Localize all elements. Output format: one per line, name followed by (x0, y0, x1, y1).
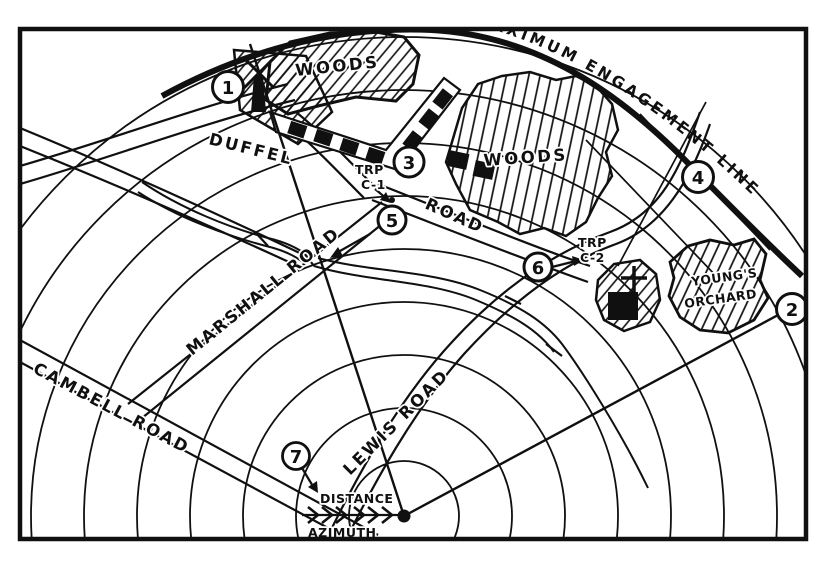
ref-point-4: 4 (681, 160, 715, 194)
ref-point-3: 3 (392, 145, 426, 179)
ref-point-5: 5 (376, 204, 408, 236)
trp-c2-label-line2: C-2 (580, 250, 605, 265)
ref-point-7: 7 (281, 441, 311, 471)
woods-top (264, 31, 421, 116)
distance-label: DISTANCE (320, 491, 393, 506)
roads (22, 82, 712, 538)
stream (137, 181, 649, 489)
road-marshall (127, 201, 393, 419)
svg-text:7: 7 (290, 447, 303, 468)
ref-point-6: 6 (522, 251, 554, 283)
trp-c1-label-line1: TRP (355, 162, 384, 177)
sector-limit-lines (248, 43, 804, 518)
svg-text:4: 4 (692, 168, 705, 189)
svg-text:5: 5 (386, 211, 399, 232)
culvert-ticks (254, 231, 563, 357)
svg-text:1: 1 (222, 78, 235, 99)
youngs-orchard (667, 237, 770, 335)
svg-text:2: 2 (786, 300, 799, 321)
right-limit-line (403, 299, 804, 518)
trp-c1-label-line2: C-1 (361, 177, 386, 192)
pointer-arrows (301, 188, 584, 493)
road-lewis (325, 111, 712, 538)
ref-point-1: 1 (211, 70, 245, 104)
ref-point-2: 2 (775, 292, 804, 326)
road-cambell (22, 339, 379, 538)
svg-text:3: 3 (403, 153, 416, 174)
reference-points: 1 2 3 4 5 6 7 (211, 70, 804, 471)
gun-position-dot (397, 509, 411, 523)
church-area (594, 258, 662, 333)
woods-right (444, 70, 620, 238)
trp-c2-label-line1: TRP (578, 235, 607, 250)
azimuth-label: AZIMUTH (308, 525, 376, 540)
svg-text:6: 6 (532, 258, 545, 279)
map-frame (17, 26, 809, 542)
left-limit-line (248, 43, 406, 517)
church-icon (608, 292, 638, 320)
distance-azimuth-arrows (302, 505, 398, 525)
